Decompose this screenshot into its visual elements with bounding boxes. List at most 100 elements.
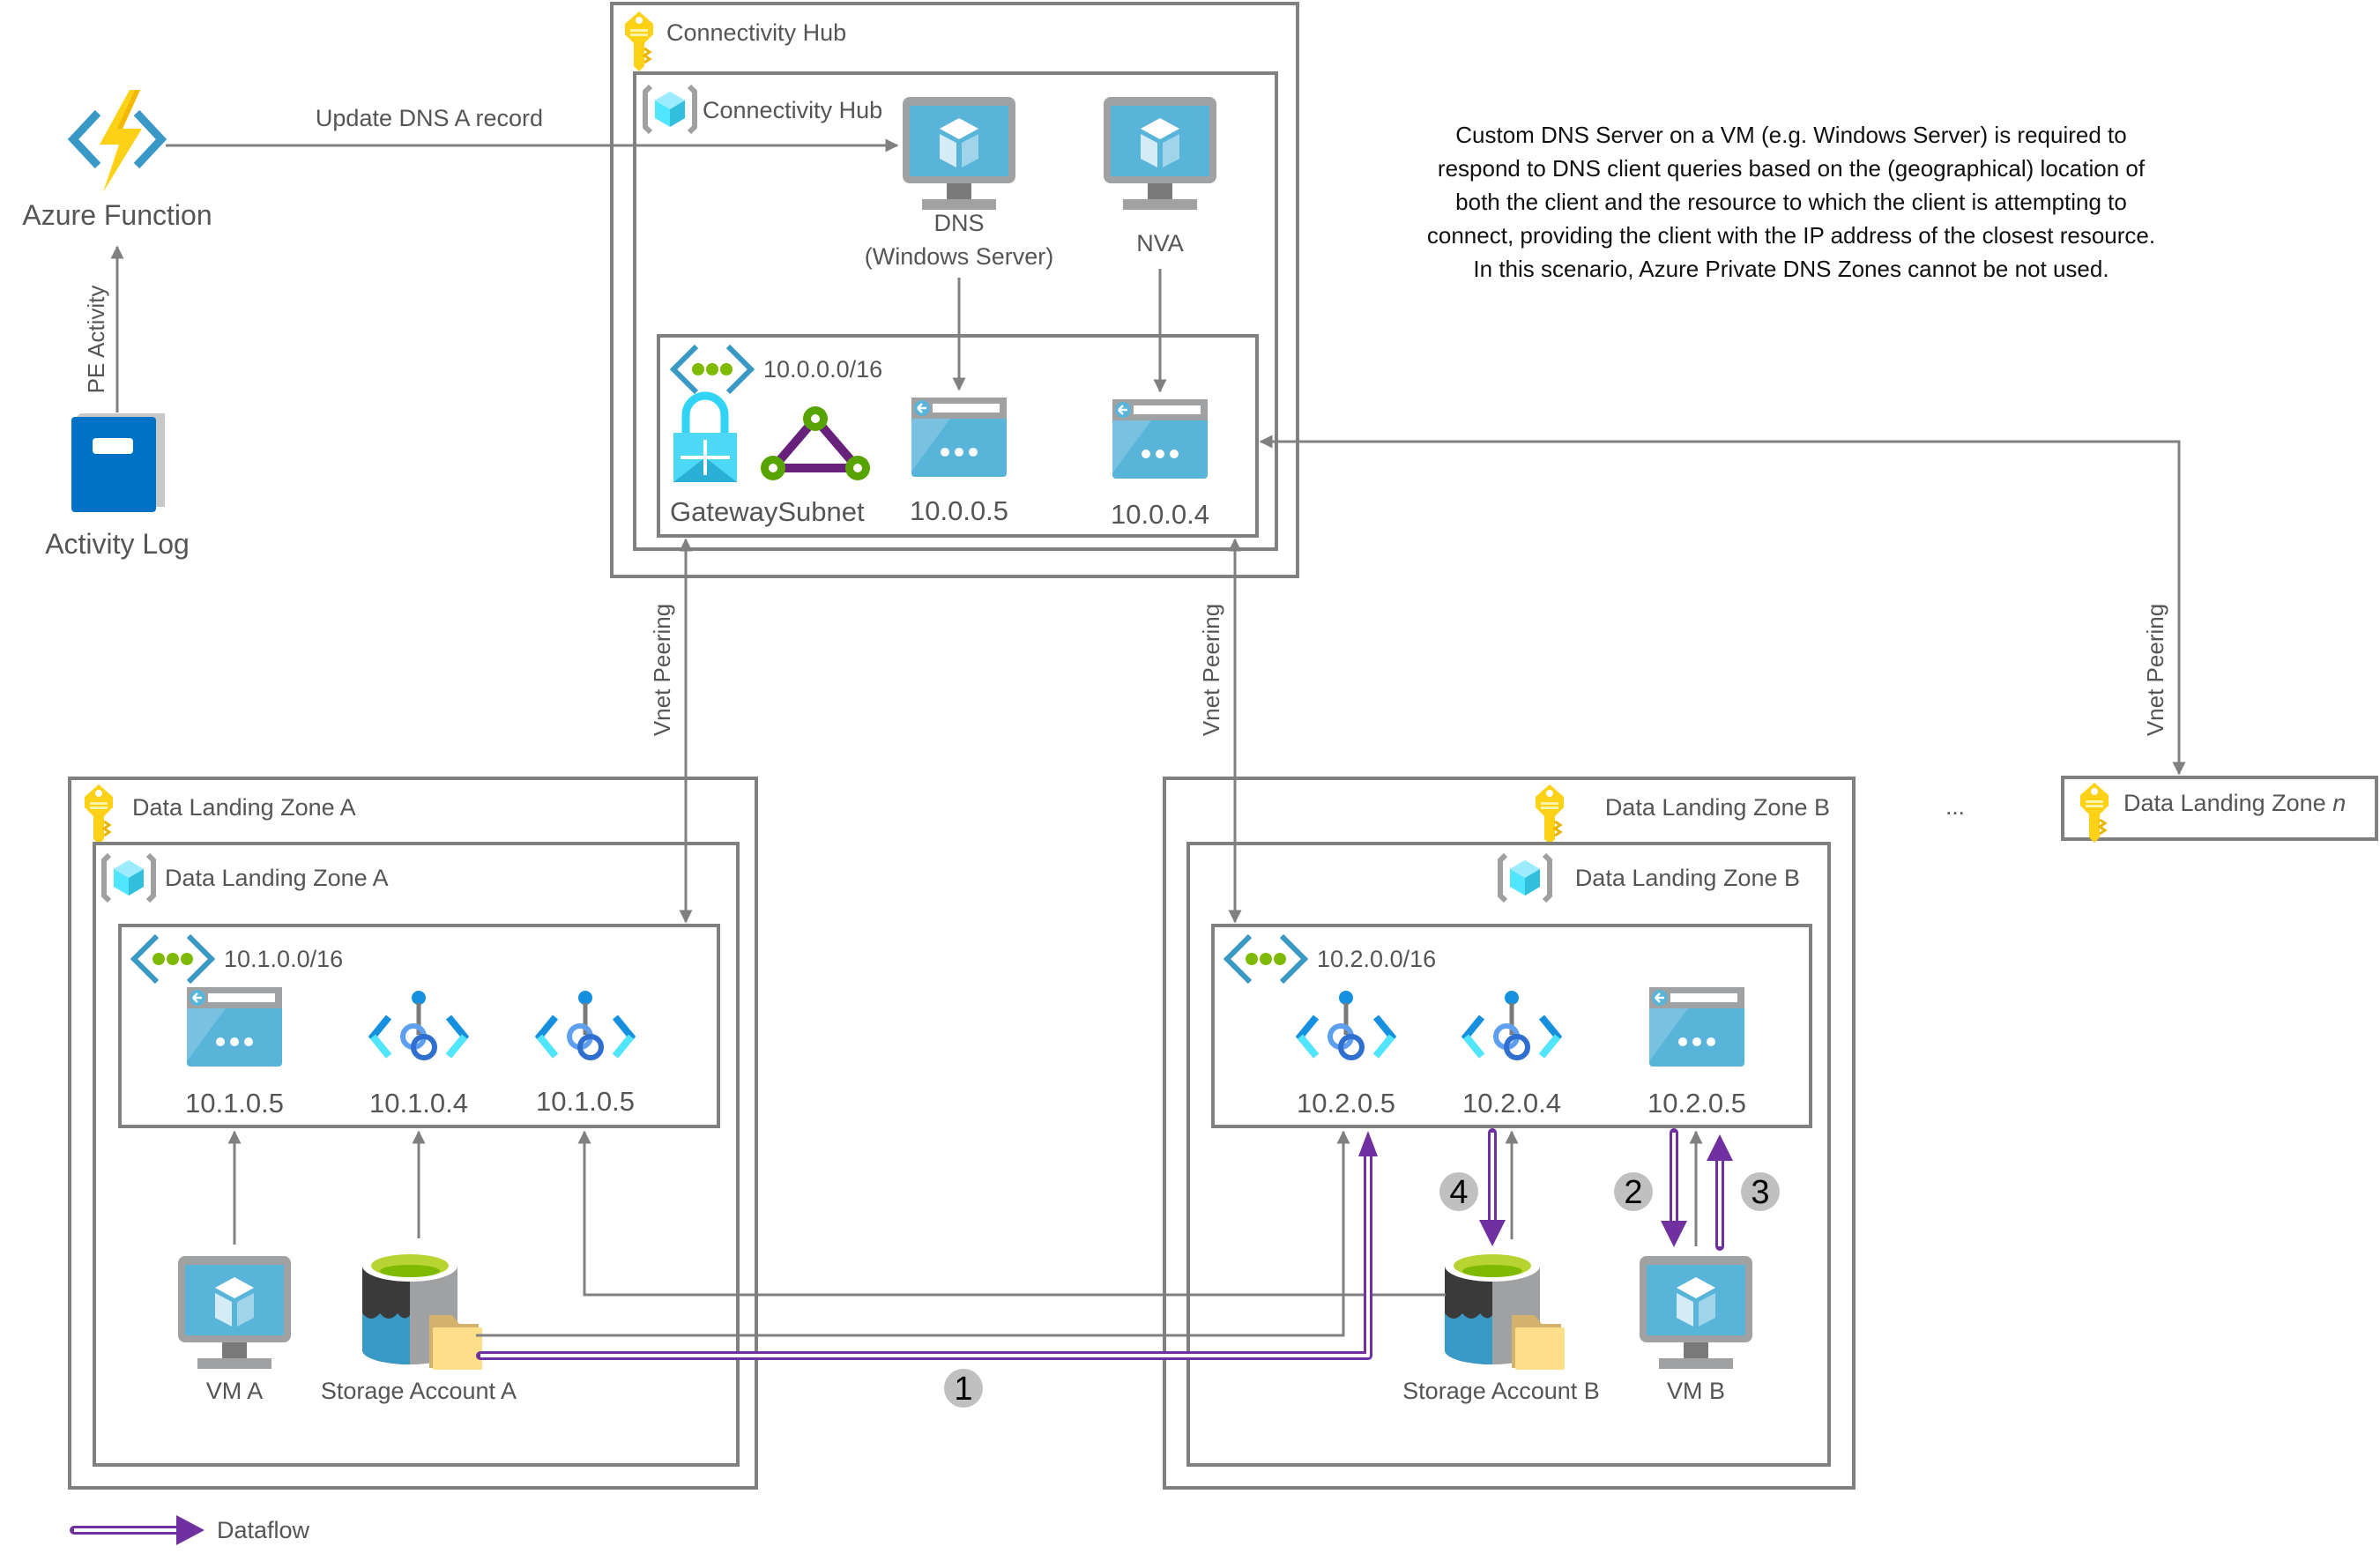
landing-zone-a-rg-label: Data Landing Zone A: [165, 865, 389, 891]
network-interface-icon: [910, 396, 1008, 479]
key-icon: [623, 10, 655, 73]
private-endpoint-b1-ip: 10.2.0.5: [1297, 1088, 1395, 1119]
landing-zone-n-label-prefix: Data Landing Zone: [2123, 790, 2332, 816]
landing-zone-b-vnet[interactable]: 10.2.0.0/16 10.2.0.5 10.2.0.4 10.2.0.5: [1211, 924, 1812, 1128]
landing-zone-a-rg-box: [93, 842, 740, 1467]
step-badge-number: 4: [1449, 1174, 1468, 1211]
dns-label: DNS: [933, 210, 984, 236]
peering-n-line: [1259, 435, 2186, 776]
vm-a[interactable]: VM A: [178, 1256, 291, 1404]
landing-zone-a-vnet[interactable]: 10.1.0.0/16 10.1.0.5 10.1.0.4 10.1.0.5: [118, 924, 720, 1128]
nic-dns[interactable]: 10.0.0.5: [910, 396, 1008, 526]
gateway-subnet-icon: [761, 406, 870, 480]
legend-dataflow-label: Dataflow: [217, 1517, 310, 1543]
private-endpoint-a2-ip: 10.1.0.5: [536, 1086, 635, 1117]
azure-function[interactable]: Azure Function: [22, 90, 212, 231]
step-badge-number: 1: [954, 1371, 972, 1408]
private-endpoint-a1-ip: 10.1.0.4: [369, 1088, 468, 1119]
note-line: Custom DNS Server on a VM (e.g. Windows …: [1455, 122, 2126, 148]
landing-zone-b-rg-box: [1186, 842, 1831, 1467]
nic-dns-ip: 10.0.0.5: [910, 495, 1008, 526]
step-badge-number: 2: [1624, 1174, 1642, 1211]
peering-b-label: Vnet Peering: [1198, 604, 1224, 736]
landing-zone-b-resource-group[interactable]: Data Landing Zone B: [1186, 842, 1831, 1467]
note-line: both the client and the resource to whic…: [1455, 189, 2127, 215]
step-badge-4: 4: [1439, 1172, 1478, 1211]
storage-a-to-pe-b1-arrow: [476, 1130, 1350, 1337]
connectivity-hub-subscription-label: Connectivity Hub: [666, 19, 846, 46]
more-zones-ellipsis: ...: [1945, 793, 1965, 820]
connectivity-hub-subscription[interactable]: Connectivity Hub: [610, 2, 1299, 578]
connectivity-hub-rg-box: [633, 71, 1278, 551]
storage-account-a[interactable]: Storage Account A: [321, 1250, 517, 1404]
dns-sublabel: (Windows Server): [865, 243, 1054, 270]
connectivity-hub-subscription-box: [610, 2, 1299, 578]
landing-zone-n-subscription[interactable]: Data Landing Zone n: [2061, 776, 2378, 844]
nic-nva-ip: 10.0.0.4: [1111, 499, 1209, 530]
landing-zone-a-subscription-box: [68, 777, 758, 1490]
landing-zone-b-subscription[interactable]: Data Landing Zone B: [1163, 777, 1856, 1490]
private-endpoint-b2-ip: 10.2.0.4: [1462, 1088, 1561, 1119]
key-icon: [1534, 783, 1566, 846]
vm-icon: [1104, 97, 1216, 210]
nva-vm[interactable]: NVA: [1104, 97, 1216, 256]
nic-vm-b[interactable]: 10.2.0.5: [1647, 985, 1746, 1119]
dataflow-legend-arrow: [70, 1515, 205, 1545]
connectivity-hub-rg-label: Connectivity Hub: [703, 97, 882, 123]
vpn-gateway-icon: [673, 391, 737, 482]
private-endpoint-a2[interactable]: 10.1.0.5: [536, 991, 635, 1117]
private-endpoint-icon: [373, 991, 465, 1058]
connectivity-hub-resource-group[interactable]: Connectivity Hub: [633, 71, 1278, 551]
nic-vm-a[interactable]: 10.1.0.5: [185, 985, 284, 1119]
vm-b[interactable]: VM B: [1640, 1256, 1752, 1404]
storage-account-b[interactable]: Storage Account B: [1402, 1250, 1600, 1404]
resource-group-icon: [104, 855, 153, 901]
vnet-icon: [134, 936, 212, 982]
peering-n-label: Vnet Peering: [2142, 604, 2168, 736]
step-badge-1: 1: [944, 1369, 983, 1408]
storage-account-b-label: Storage Account B: [1402, 1378, 1600, 1404]
nic-nva[interactable]: 10.0.0.4: [1111, 398, 1209, 530]
nva-label: NVA: [1136, 230, 1184, 256]
activity-log-icon: [71, 413, 165, 512]
storage-account-icon: [1445, 1250, 1565, 1370]
landing-zone-b-subscription-box: [1163, 777, 1856, 1490]
dataflow-1: [476, 1131, 1378, 1360]
vm-b-label: VM B: [1667, 1378, 1725, 1404]
note-text: Custom DNS Server on a VM (e.g. Windows …: [1427, 122, 2155, 282]
activity-log-label: Activity Log: [45, 528, 190, 560]
nic-vm-a-ip: 10.1.0.5: [185, 1088, 284, 1119]
legend: Dataflow: [70, 1515, 310, 1545]
landing-zone-b-vnet-cidr: 10.2.0.0/16: [1317, 946, 1436, 972]
vm-a-label: VM A: [206, 1378, 264, 1404]
landing-zone-a-vnet-box: [118, 924, 720, 1128]
landing-zone-n-label-italic: n: [2332, 790, 2346, 816]
private-endpoint-b1[interactable]: 10.2.0.5: [1297, 991, 1395, 1119]
resource-group-icon: [645, 86, 695, 132]
step-badge-2: 2: [1614, 1172, 1653, 1211]
landing-zone-a-resource-group[interactable]: Data Landing Zone A: [93, 842, 740, 1467]
landing-zone-b-subscription-label: Data Landing Zone B: [1605, 794, 1830, 821]
vnet-icon: [1227, 936, 1305, 982]
dns-server-vm[interactable]: DNS (Windows Server): [865, 97, 1054, 270]
landing-zone-n-label: Data Landing Zone n: [2123, 790, 2346, 816]
private-endpoint-icon: [1466, 991, 1558, 1058]
note-line: In this scenario, Azure Private DNS Zone…: [1473, 256, 2109, 282]
storage-account-a-label: Storage Account A: [321, 1378, 517, 1404]
step-badge-number: 3: [1751, 1174, 1769, 1211]
activity-log[interactable]: Activity Log: [45, 413, 190, 560]
note-line: connect, providing the client with the I…: [1427, 222, 2155, 249]
landing-zone-b-vnet-box: [1211, 924, 1812, 1128]
azure-function-label: Azure Function: [22, 199, 212, 231]
network-interface-icon: [185, 985, 284, 1068]
private-endpoint-b2[interactable]: 10.2.0.4: [1462, 991, 1561, 1119]
landing-zone-a-subscription[interactable]: Data Landing Zone A: [68, 777, 758, 1490]
nic-vm-b-ip: 10.2.0.5: [1647, 1088, 1746, 1119]
storage-b-to-pe-a2-arrow: [577, 1130, 1446, 1297]
hub-vnet[interactable]: 10.0.0.0/16 GatewaySubnet 10.0.0.5 10.0.…: [657, 334, 1259, 538]
dataflow-2: [1661, 1128, 1687, 1247]
private-endpoint-a1[interactable]: 10.1.0.4: [369, 991, 468, 1119]
vm-icon: [1640, 1256, 1752, 1369]
peering-a-label: Vnet Peering: [649, 604, 675, 736]
